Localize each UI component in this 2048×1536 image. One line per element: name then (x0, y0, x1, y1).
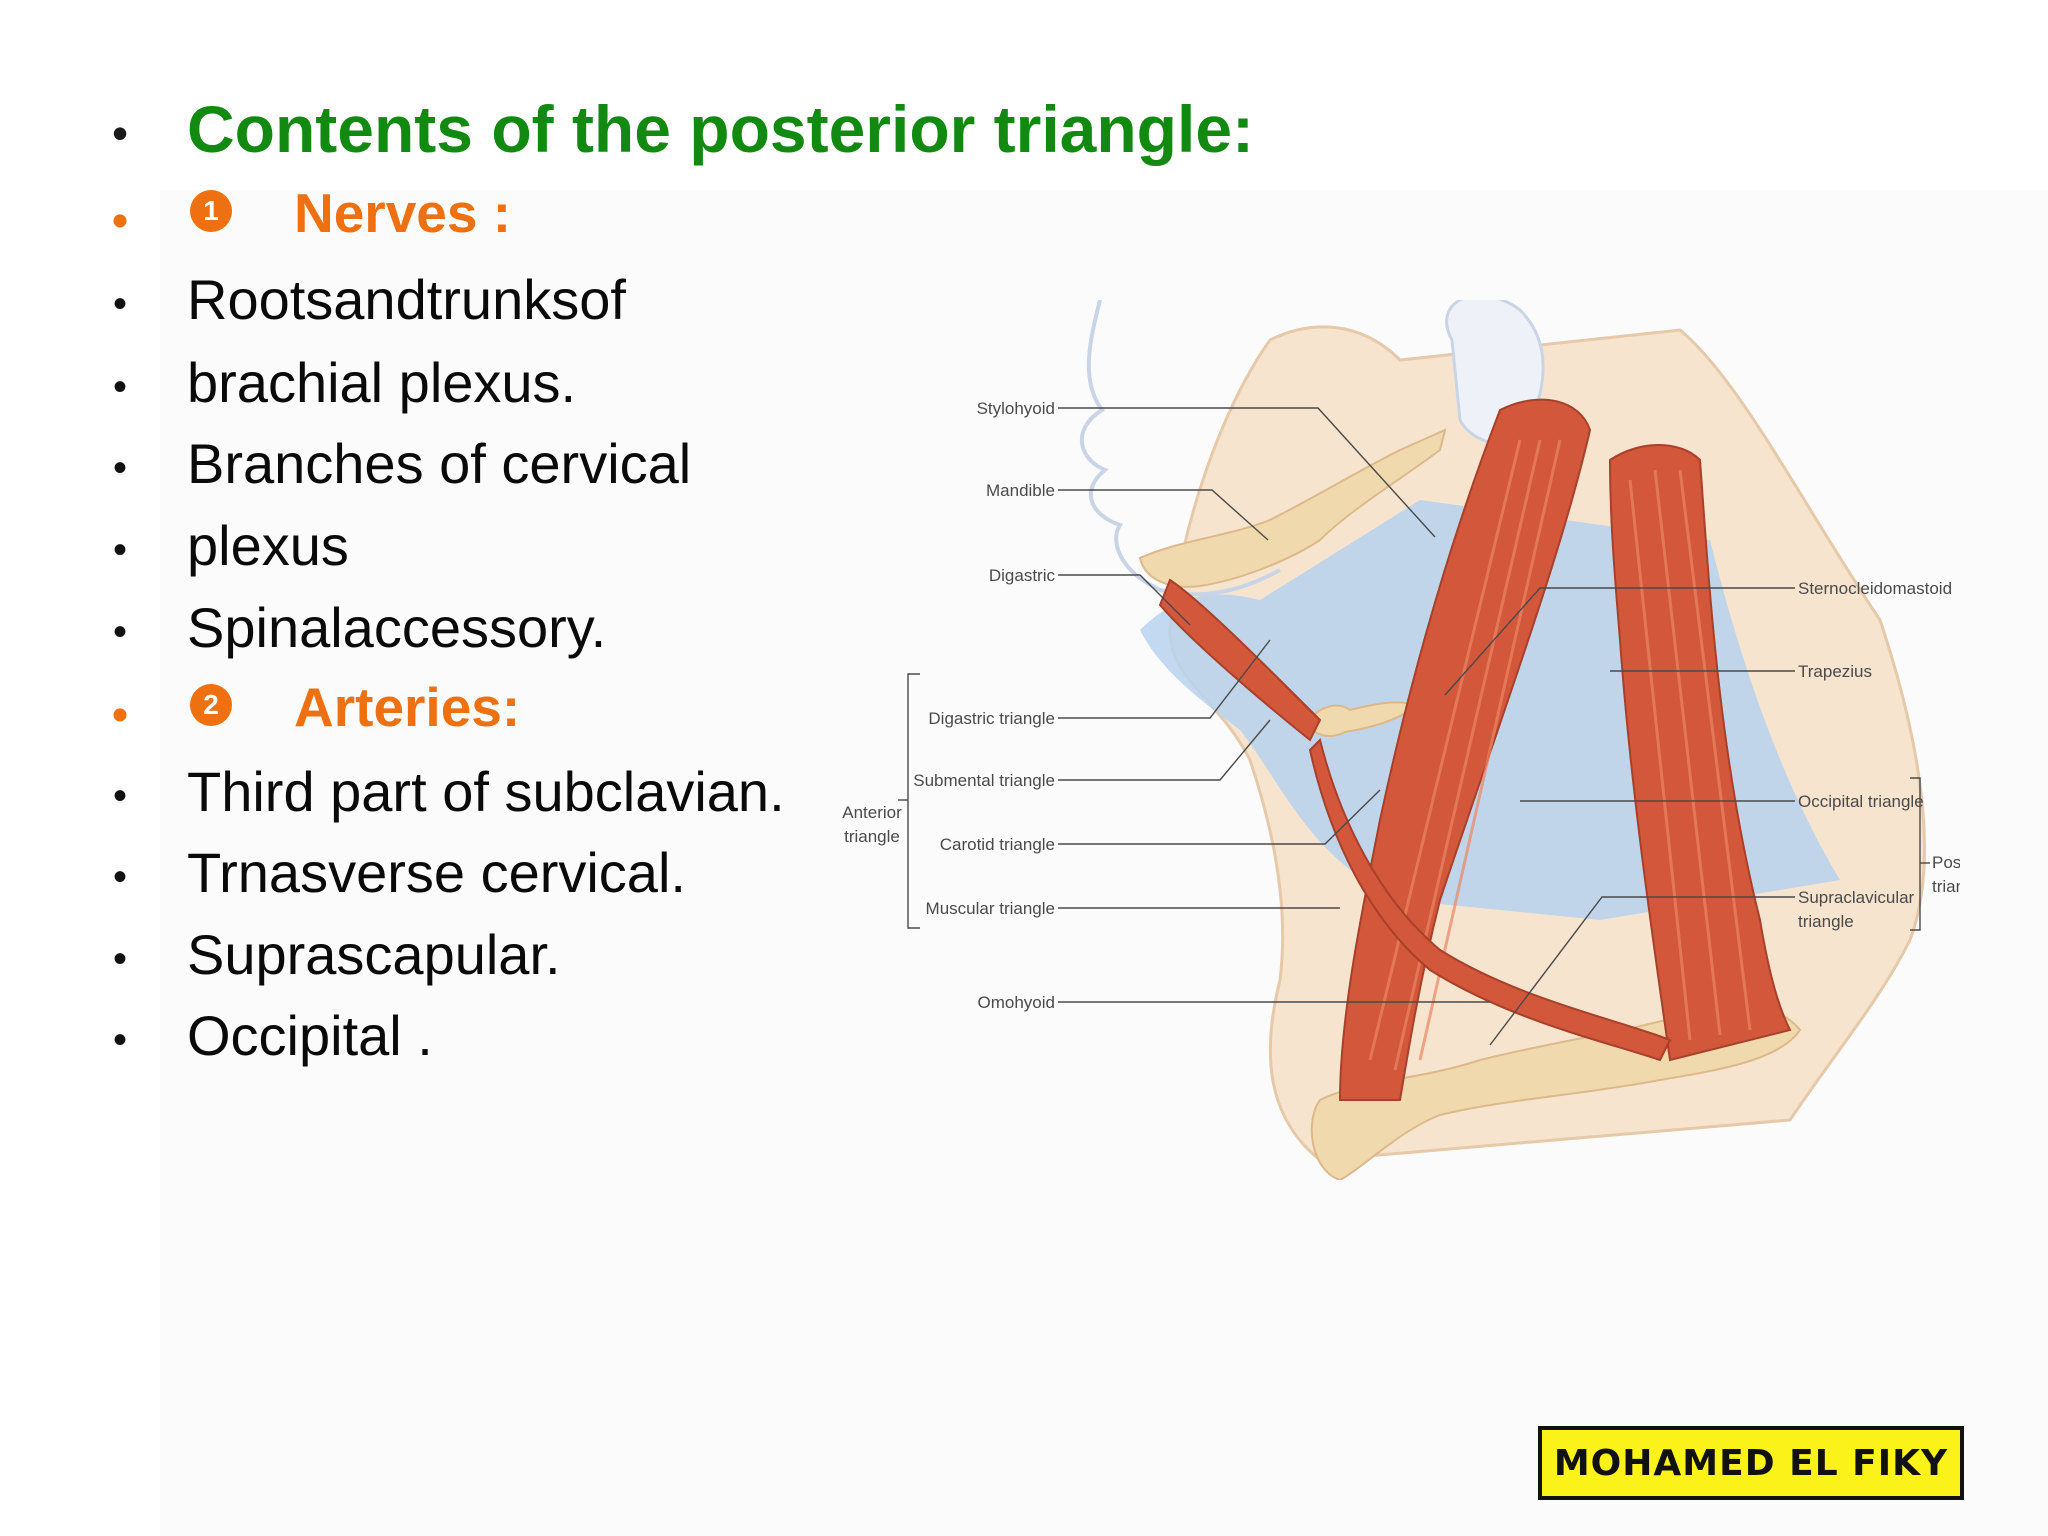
mandible-bone (1138, 428, 1447, 588)
bullet-dot: • (111, 195, 129, 248)
label-posterior-triangle: triangle (1932, 877, 1960, 896)
bullet-dot: • (112, 937, 127, 981)
omohyoid-muscle (1308, 738, 1672, 1062)
bullet-dot: • (111, 689, 129, 742)
bullet-dot: • (112, 365, 127, 409)
label-anterior-triangle: Anterior (842, 803, 902, 822)
list-item-text: Trnasverse cervical. (187, 841, 686, 904)
list-item-text: brachial plexus. (187, 351, 577, 414)
slide-heading: Contents of the posterior triangle: (187, 92, 1255, 166)
neck-triangles-illustration: Stylohyoid Mandible Digastric Digastric … (842, 300, 1960, 1180)
list-item-text: Third part of subclavian. (187, 760, 785, 823)
label-mandible: Mandible (986, 481, 1055, 500)
label-anterior-triangle: triangle (844, 827, 900, 846)
bullet-dot: • (112, 282, 127, 326)
digastric-muscle (1158, 578, 1322, 742)
section-label: Arteries: (294, 676, 521, 738)
bullet-list: • Contents of the posterior triangle: • … (0, 0, 1254, 1200)
label-occipital-triangle: Occipital triangle (1798, 792, 1924, 811)
bullet-dot: • (112, 446, 127, 490)
list-item-text: Occipital . (187, 1004, 433, 1067)
label-supraclavicular-triangle: Supraclavicular (1798, 888, 1915, 907)
label-omohyoid: Omohyoid (978, 993, 1055, 1012)
trapezius-muscle (1608, 444, 1792, 1062)
leader-lines (898, 407, 1930, 1046)
list-item-text: Spinalaccessory. (187, 596, 607, 659)
bullet-dot: • (112, 610, 127, 654)
author-watermark: MOHAMED EL FIKY (1538, 1426, 1964, 1500)
label-digastric-triangle: Digastric triangle (928, 709, 1055, 728)
section-label: Nerves : (294, 182, 512, 244)
bullet-dot: • (112, 1018, 127, 1062)
list-item-text: Suprascapular. (187, 923, 561, 986)
bullet-dot: • (111, 107, 129, 159)
label-stylohyoid: Stylohyoid (977, 399, 1055, 418)
bullet-dot: • (112, 774, 127, 818)
number-badge: 1 (190, 190, 232, 232)
label-muscular-triangle: Muscular triangle (926, 899, 1055, 918)
number-badge: 2 (190, 684, 232, 726)
label-supraclavicular-triangle: triangle (1798, 912, 1854, 931)
label-submental-triangle: Submental triangle (913, 771, 1055, 790)
trapezius-fibers (1628, 469, 1752, 1041)
label-trapezius: Trapezius (1798, 662, 1872, 681)
label-sternocleidomastoid: Sternocleidomastoid (1798, 579, 1952, 598)
list-item-text: Branches of cervical (187, 432, 692, 495)
label-carotid-triangle: Carotid triangle (940, 835, 1055, 854)
list-item-text: plexus (187, 514, 349, 577)
bullet-dot: • (112, 528, 127, 572)
label-digastric: Digastric (989, 566, 1056, 585)
list-item-text: Rootsandtrunksof (187, 268, 626, 331)
bullet-dot: • (112, 855, 127, 899)
label-posterior-triangle: Posterior (1932, 853, 1960, 872)
